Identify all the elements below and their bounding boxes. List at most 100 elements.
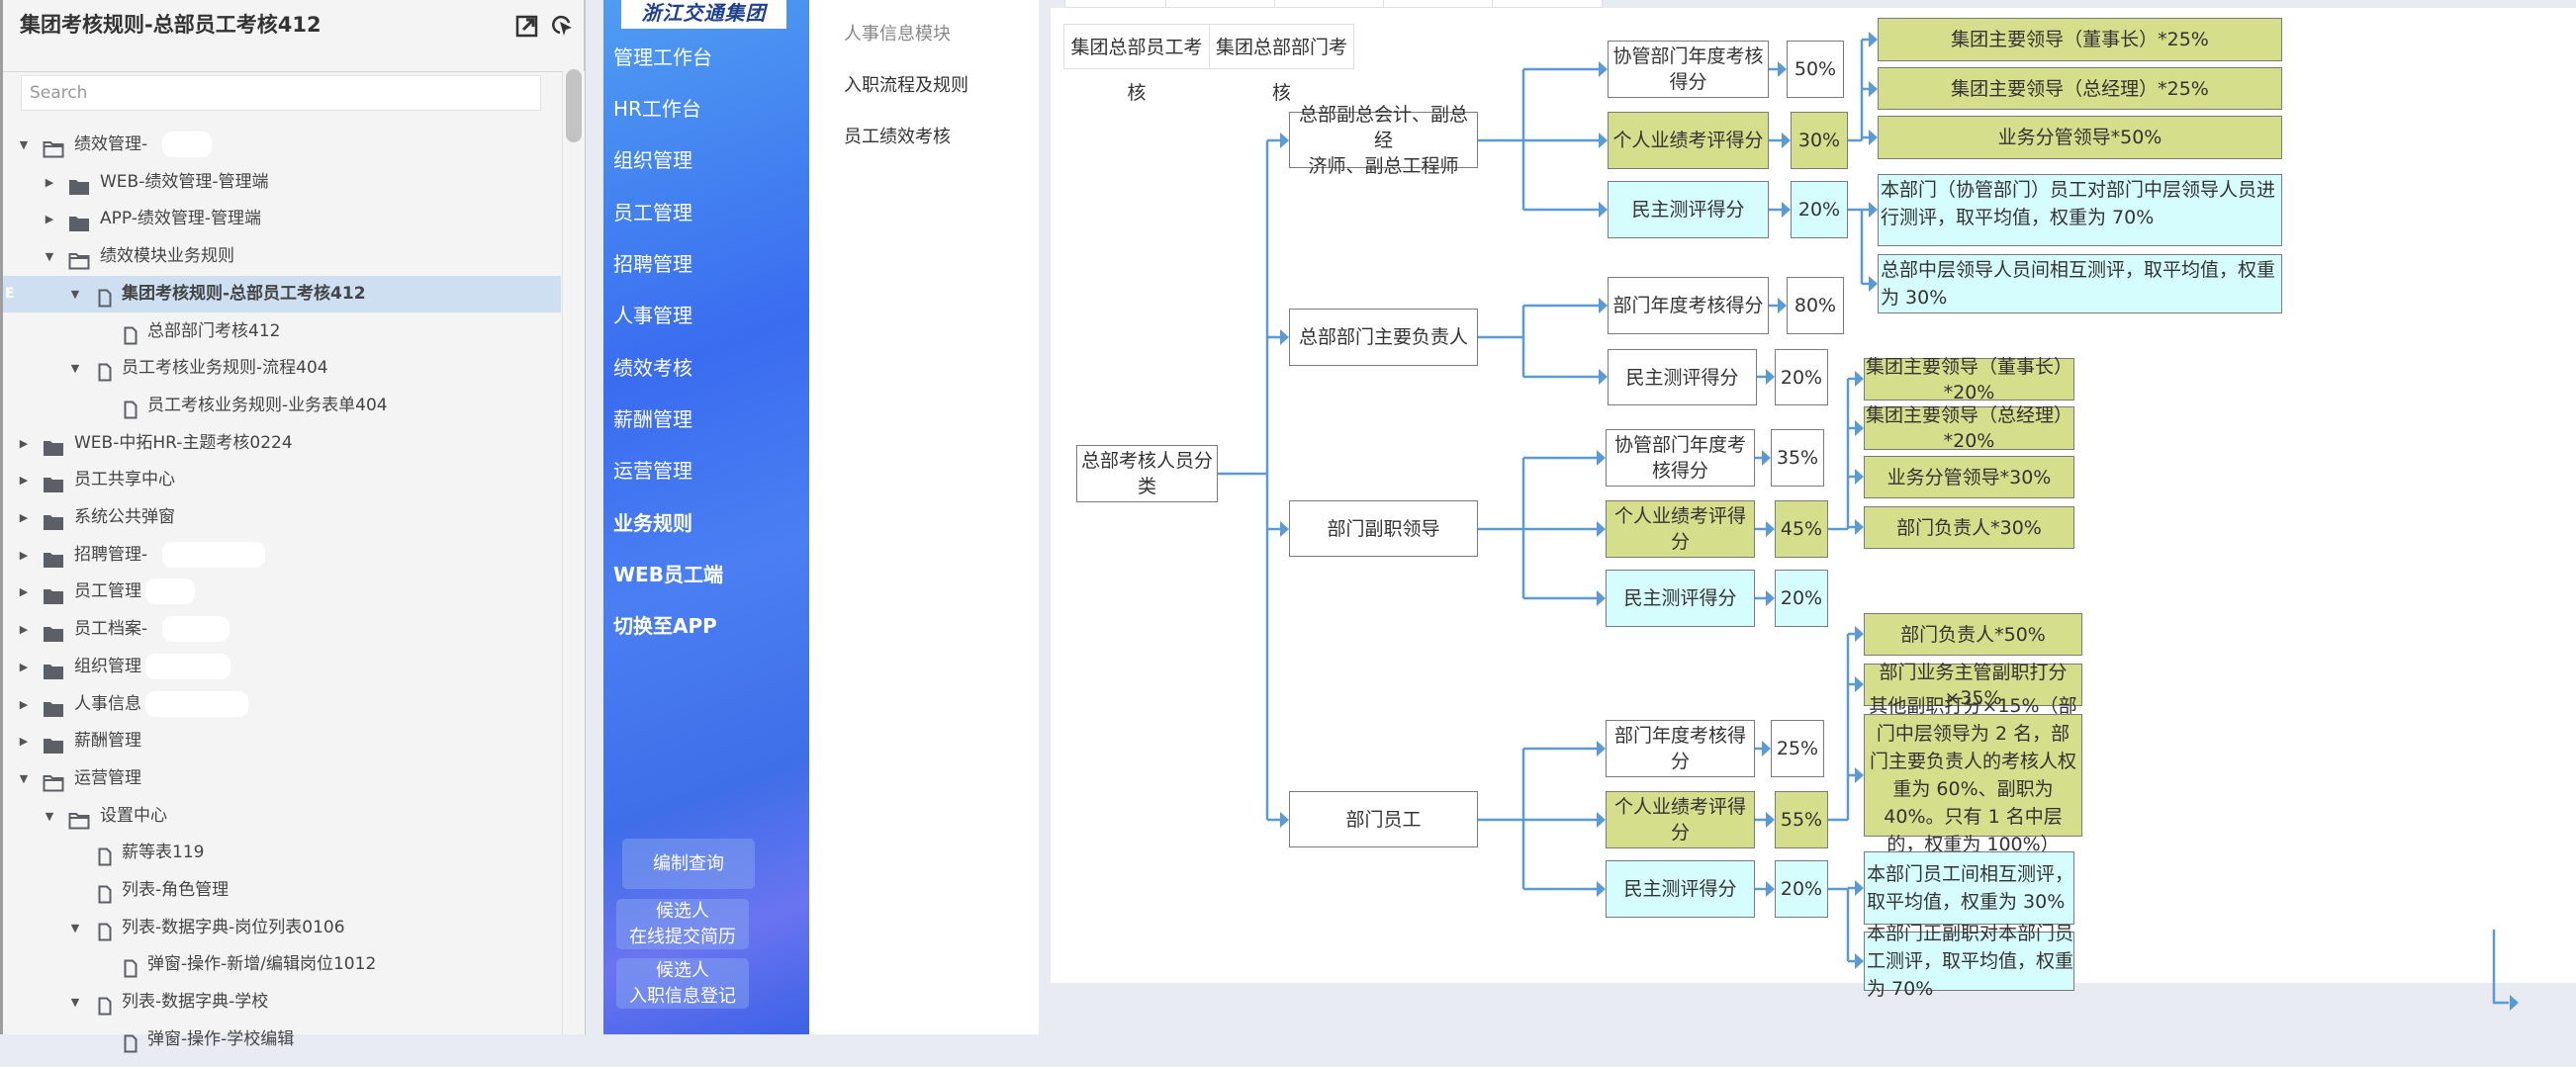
- tree-item[interactable]: ▶WEB-中拓HR-主题考核0224: [3, 425, 561, 462]
- search-input[interactable]: Search: [21, 75, 541, 111]
- detail-node: 本部门正副职对本部门员工测评，取平均值，权重为 70%: [1864, 923, 2074, 1000]
- caret-right-icon[interactable]: ▶: [19, 511, 29, 524]
- tree-item[interactable]: ▼设置中心: [3, 798, 561, 835]
- arrow-head: [1778, 298, 1787, 313]
- caret-right-icon[interactable]: ▶: [19, 548, 29, 562]
- tree-item[interactable]: ▶WEB-绩效管理-管理端: [3, 164, 561, 201]
- tree-item[interactable]: 列表-角色管理: [3, 872, 561, 909]
- folder-outline-icon: [68, 247, 90, 284]
- tree-item[interactable]: ▶组织管理: [3, 649, 561, 685]
- arrow-head: [1782, 133, 1791, 148]
- arrow-head: [1597, 812, 1606, 828]
- nav-item[interactable]: 业务规则: [613, 511, 692, 535]
- scrollbar-thumb[interactable]: [566, 69, 582, 142]
- arrow-head: [1766, 590, 1775, 606]
- caret-right-icon[interactable]: ▶: [19, 436, 29, 450]
- tree-item[interactable]: ▼绩效管理-: [3, 127, 561, 163]
- component-node: 个人业绩考评得分: [1606, 500, 1755, 558]
- caret-right-icon[interactable]: ▶: [19, 585, 29, 599]
- sub-menu-item-performance[interactable]: 员工绩效考核: [844, 127, 951, 147]
- caret-right-icon[interactable]: ▶: [19, 735, 29, 749]
- tree-item[interactable]: 薪等表119: [3, 835, 561, 871]
- folder-icon: [43, 434, 64, 471]
- headcount-query-button[interactable]: 编制查询: [622, 839, 755, 889]
- caret-right-icon[interactable]: ▶: [19, 697, 29, 711]
- tree-item[interactable]: ▼列表-数据字典-岗位列表0106: [3, 910, 561, 946]
- redacted-text: [145, 690, 248, 717]
- nav-item[interactable]: 切换至APP: [613, 614, 717, 638]
- component-node: 民主测评得分: [1606, 570, 1755, 627]
- caret-down-icon[interactable]: ▼: [45, 250, 54, 264]
- tree-item[interactable]: ▶ 人事信息: [3, 686, 561, 723]
- sub-menu-item-hr-info[interactable]: 人事信息模块: [844, 24, 951, 44]
- tree-item[interactable]: ▶员工共享中心: [3, 462, 561, 498]
- sub-menu-item-onboarding[interactable]: 入职流程及规则: [844, 75, 968, 96]
- detail-node: 业务分管领导*30%: [1864, 456, 2074, 498]
- weight-node: 20%: [1791, 181, 1848, 238]
- caret-right-icon[interactable]: ▶: [19, 623, 29, 637]
- nav-item[interactable]: 员工管理: [613, 201, 692, 224]
- export-icon[interactable]: [515, 14, 541, 40]
- candidate-onboarding-button[interactable]: 候选人 入职信息登记: [616, 958, 749, 1009]
- locate-icon[interactable]: [550, 14, 576, 40]
- caret-down-icon[interactable]: ▼: [45, 809, 54, 823]
- candidate-resume-button[interactable]: 候选人 在线提交简历: [616, 899, 749, 949]
- component-node: 个人业绩考评得分: [1608, 112, 1769, 169]
- tree-item[interactable]: ▼运营管理: [3, 760, 561, 797]
- nav-item[interactable]: WEB员工端: [613, 563, 723, 586]
- tree-item[interactable]: ▼ 绩效模块业务规则: [3, 238, 561, 275]
- page-icon: [124, 1030, 138, 1067]
- tree-item[interactable]: ▼员工考核业务规则-流程404: [3, 350, 561, 387]
- caret-down-icon[interactable]: ▼: [19, 138, 29, 151]
- caret-right-icon[interactable]: ▶: [19, 660, 29, 673]
- folder-icon: [43, 732, 64, 768]
- arrow-head: [1599, 61, 1608, 77]
- tree-item[interactable]: ▶系统公共弹窗: [3, 499, 561, 536]
- component-node: 民主测评得分: [1608, 181, 1769, 238]
- nav-item[interactable]: 绩效考核: [613, 356, 692, 380]
- tree-item[interactable]: ▶招聘管理-: [3, 537, 561, 574]
- tree-item-label: 员工管理: [74, 581, 141, 602]
- scrollbar-track[interactable]: [562, 71, 585, 1034]
- tree-item-label: 员工档案-: [74, 619, 148, 640]
- tree-item-label: 总部部门考核412: [147, 320, 281, 341]
- tab-dept-assessment[interactable]: 集团总部部门考核: [1209, 24, 1354, 104]
- caret-down-icon[interactable]: ▼: [70, 921, 80, 934]
- arrow-head: [1762, 450, 1771, 466]
- tree-item[interactable]: 员工考核业务规则-业务表单404: [3, 388, 561, 424]
- nav-item[interactable]: 薪酬管理: [613, 407, 692, 431]
- caret-right-icon[interactable]: ▶: [45, 213, 54, 226]
- tree-item[interactable]: ▶APP-绩效管理-管理端: [3, 201, 561, 237]
- tree-item[interactable]: ▼列表-数据字典-学校: [3, 984, 561, 1021]
- arrow-head: [1855, 953, 1864, 969]
- nav-item[interactable]: 招聘管理: [613, 252, 692, 276]
- selection-marker: E: [5, 285, 15, 302]
- panel-edge: [0, 0, 3, 1034]
- tree-item[interactable]: ▶薪酬管理: [3, 723, 561, 759]
- nav-item[interactable]: 人事管理: [613, 304, 692, 327]
- component-node: 部门年度考核得分: [1608, 277, 1769, 334]
- tree-item[interactable]: 总部部门考核412: [3, 313, 561, 350]
- caret-down-icon[interactable]: ▼: [70, 362, 80, 376]
- tab-staff-assessment[interactable]: 集团总部员工考核: [1063, 24, 1210, 104]
- tree-item[interactable]: ▶ 员工管理: [3, 574, 561, 610]
- caret-down-icon[interactable]: ▼: [19, 771, 29, 785]
- caret-right-icon[interactable]: ▶: [45, 175, 54, 189]
- root-node: 总部考核人员分类: [1076, 445, 1218, 502]
- tree-item-label: 人事信息: [74, 693, 141, 714]
- tree-item[interactable]: 弹窗-操作-新增/编辑岗位1012: [3, 946, 561, 983]
- nav-item[interactable]: 管理工作台: [613, 45, 712, 69]
- tree-item[interactable]: ▶ 员工档案-: [3, 611, 561, 648]
- top-tab[interactable]: [1492, 0, 1603, 8]
- arrow-head: [1280, 133, 1289, 148]
- caret-right-icon[interactable]: ▶: [19, 474, 29, 488]
- doc-tree-panel: 集团考核规则-总部员工考核412 Search ▼绩效管理-▶WEB-绩效管理-…: [0, 0, 586, 1053]
- nav-item[interactable]: 运营管理: [613, 459, 692, 483]
- tree-item-label: 绩效模块业务规则: [100, 246, 234, 267]
- caret-down-icon[interactable]: ▼: [70, 287, 80, 301]
- nav-item[interactable]: 组织管理: [613, 148, 692, 172]
- nav-item[interactable]: HR工作台: [613, 97, 701, 121]
- caret-down-icon[interactable]: ▼: [70, 996, 80, 1010]
- page-icon: [98, 919, 112, 955]
